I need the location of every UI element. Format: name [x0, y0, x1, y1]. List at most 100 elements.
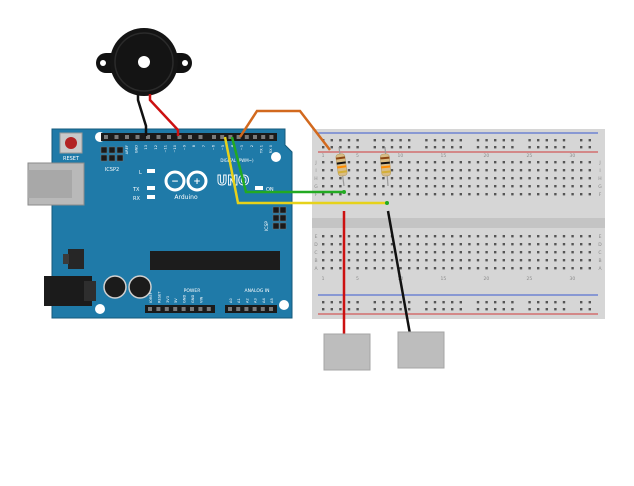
icsp-pin — [279, 206, 287, 214]
main-hole — [554, 169, 557, 172]
main-hole — [468, 267, 471, 270]
icsp-pin — [279, 214, 287, 222]
main-hole — [339, 267, 342, 270]
digital-pin-label: 7 — [202, 145, 206, 147]
power-header — [145, 305, 215, 313]
icsp-pin — [272, 206, 280, 214]
main-hole — [588, 243, 591, 246]
main-hole — [373, 259, 376, 262]
main-hole — [468, 185, 471, 188]
wire-orange — [238, 109, 331, 151]
rail-hole — [588, 139, 591, 142]
touch-pad-left — [323, 333, 371, 371]
rail-hole — [545, 301, 548, 304]
main-hole — [451, 169, 454, 172]
rail-hole — [476, 301, 480, 304]
main-hole — [425, 177, 428, 180]
main-hole — [562, 177, 566, 180]
arduino-brand-label: Arduino — [174, 194, 198, 201]
main-hole — [476, 235, 480, 238]
main-hole — [502, 193, 505, 196]
main-hole — [476, 193, 480, 196]
main-hole — [562, 169, 566, 172]
analog-pin-label: A3 — [254, 298, 258, 303]
main-hole — [433, 169, 437, 172]
main-hole — [476, 185, 480, 188]
rail-hole — [451, 301, 454, 304]
main-hole — [528, 193, 531, 196]
icsp-header — [272, 206, 287, 230]
main-hole — [485, 161, 488, 164]
main-hole — [528, 235, 531, 238]
main-hole — [433, 243, 437, 246]
main-hole — [365, 235, 368, 238]
main-hole — [537, 169, 540, 172]
main-hole — [494, 235, 497, 238]
main-hole — [519, 185, 523, 188]
main-hole — [356, 161, 359, 164]
main-hole — [554, 243, 557, 246]
reset-label: RESET — [63, 156, 80, 162]
main-hole — [416, 193, 419, 196]
main-hole — [433, 251, 437, 254]
rail-hole — [373, 308, 376, 311]
main-hole — [425, 169, 428, 172]
header-pin — [269, 307, 273, 311]
main-hole — [519, 169, 523, 172]
rail-hole — [476, 146, 480, 149]
rail-hole — [545, 139, 548, 142]
main-hole — [537, 185, 540, 188]
rail-hole — [330, 146, 333, 149]
main-hole — [322, 235, 325, 238]
main-hole — [451, 251, 454, 254]
row-letter: C — [598, 250, 601, 256]
icsp2-pin — [116, 154, 124, 162]
analog-pin-label: A0 — [229, 298, 233, 303]
main-hole — [416, 235, 419, 238]
rail-hole — [442, 146, 445, 149]
main-hole — [347, 193, 351, 196]
main-hole — [330, 259, 333, 262]
main-hole — [442, 251, 445, 254]
main-hole — [554, 251, 557, 254]
main-hole — [580, 267, 583, 270]
rail-hole — [580, 146, 583, 149]
main-hole — [425, 185, 428, 188]
rail-hole — [494, 139, 497, 142]
main-hole — [347, 169, 351, 172]
main-hole — [356, 169, 359, 172]
yellow-junction — [385, 201, 389, 205]
main-hole — [330, 251, 333, 254]
icsp2-pin — [116, 146, 124, 154]
power-pin-label: RESET — [157, 291, 161, 303]
main-hole — [416, 243, 419, 246]
main-hole — [537, 251, 540, 254]
column-number-bottom: 20 — [484, 276, 490, 282]
rail-hole — [356, 139, 359, 142]
main-hole — [468, 235, 471, 238]
main-hole — [425, 235, 428, 238]
main-hole — [347, 235, 351, 238]
main-hole — [485, 169, 488, 172]
rail-hole — [528, 308, 531, 311]
main-hole — [537, 161, 540, 164]
row-letter: B — [314, 258, 317, 264]
reset-button-cap[interactable] — [65, 137, 77, 149]
main-hole — [562, 243, 566, 246]
icsp2-header — [100, 146, 124, 162]
main-hole — [468, 161, 471, 164]
row-letter: H — [598, 176, 601, 182]
rail-hole — [330, 301, 333, 304]
main-hole — [382, 193, 385, 196]
column-number-bottom: 1 — [322, 276, 325, 282]
row-letter: B — [598, 258, 601, 264]
main-hole — [382, 267, 385, 270]
main-hole — [330, 193, 333, 196]
main-hole — [347, 177, 351, 180]
header-pin — [125, 135, 129, 139]
main-hole — [322, 185, 325, 188]
main-hole — [373, 185, 376, 188]
main-hole — [468, 259, 471, 262]
main-hole — [365, 185, 368, 188]
